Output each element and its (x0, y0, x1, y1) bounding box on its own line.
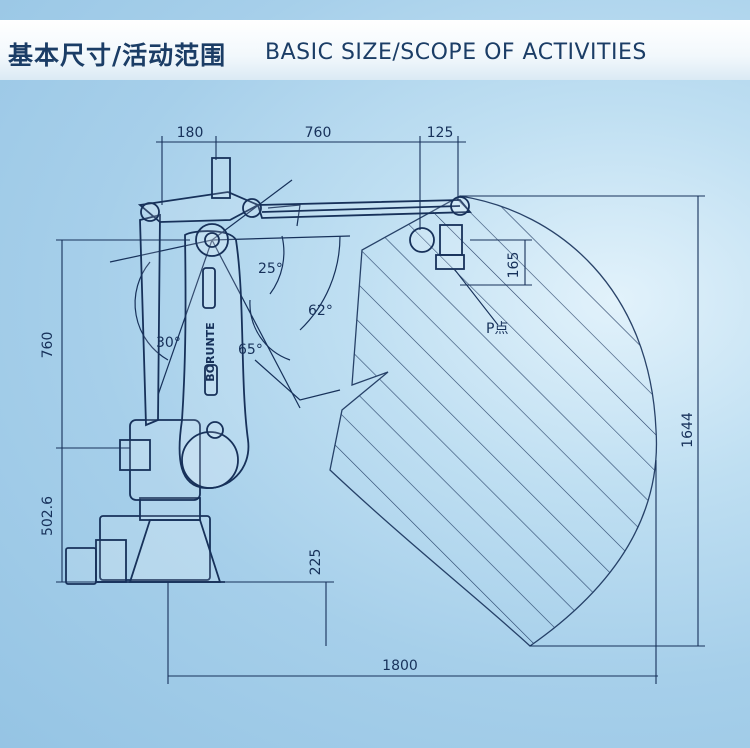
brand-label: BORUNTE (204, 322, 217, 381)
dim-right-height: 1644 (680, 412, 696, 448)
working-envelope (329, 195, 658, 647)
dim-top-b: 760 (305, 125, 332, 141)
dim-top-c: 125 (427, 125, 454, 141)
title-chinese: 基本尺寸/活动范围 (8, 41, 227, 70)
p-point-label: P点 (486, 321, 508, 337)
dim-reach: 1800 (382, 658, 418, 674)
dim-base-height: 225 (308, 549, 324, 576)
dim-top-a: 180 (177, 125, 204, 141)
dim-left-upper: 760 (40, 332, 56, 359)
title-bar (0, 20, 750, 80)
robot-body (65, 157, 472, 585)
dimension-lines (56, 136, 705, 684)
angle-30: 30° (156, 335, 181, 351)
angle-62: 62° (308, 303, 333, 319)
angle-65: 65° (238, 342, 263, 358)
title-english: BASIC SIZE/SCOPE OF ACTIVITIES (265, 40, 647, 65)
dim-left-lower: 502.6 (40, 496, 56, 536)
angle-25: 25° (258, 261, 283, 277)
dim-tool-offset: 165 (506, 252, 522, 279)
